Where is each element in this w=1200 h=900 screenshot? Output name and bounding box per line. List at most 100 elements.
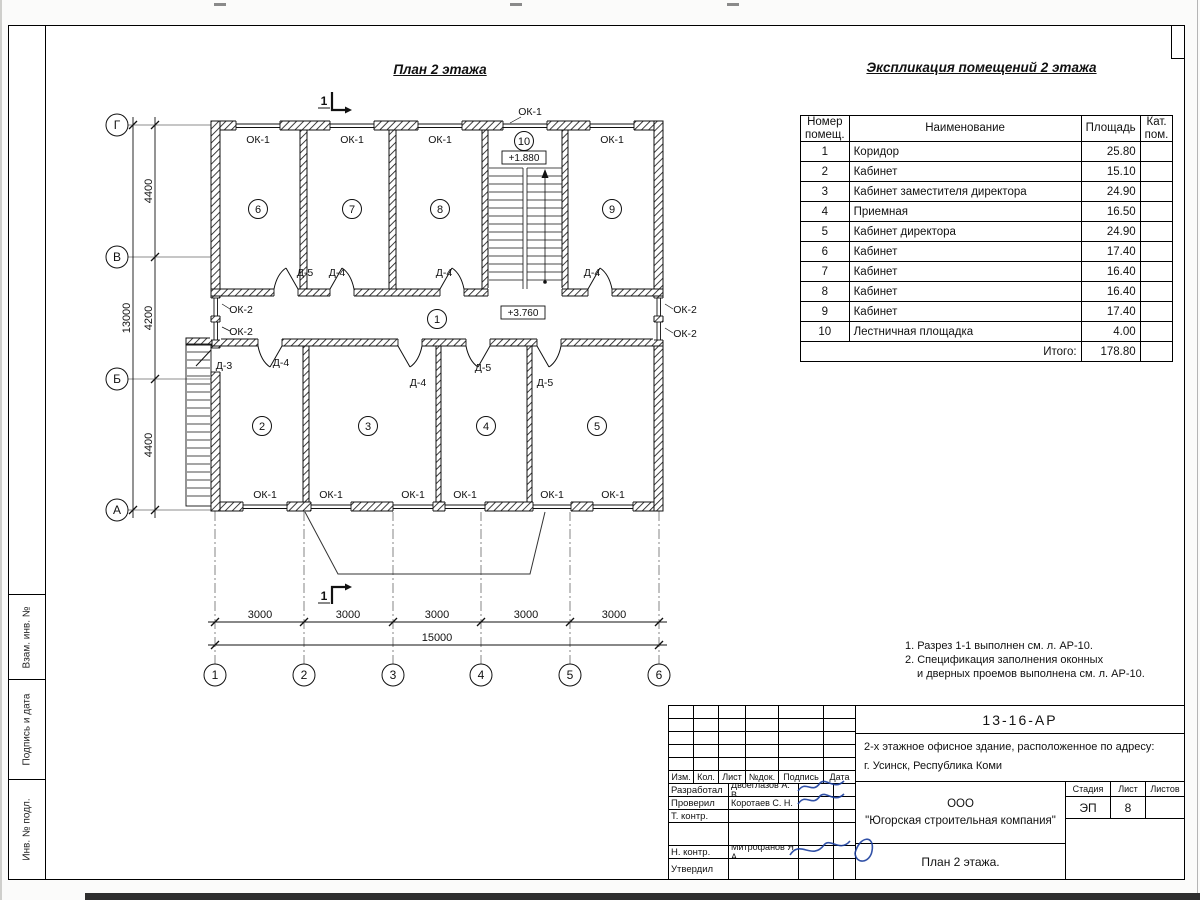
cell-area: 17.40 [1080,241,1141,263]
role-row-ncontrol: Н. контр. Митрофанов Я. А. [669,846,855,859]
cell-cat [1139,341,1174,363]
side-label-inv: Инв. № подл. [21,798,33,861]
door-label-d4: Д-4 [584,267,601,279]
stage-column: Стадия Лист Листов ЭП 8 [1066,782,1184,879]
axis-lines [128,124,660,664]
room-number-7: 7 [349,204,355,216]
stairwell-stairs [489,167,562,289]
cell-cat [1139,181,1174,203]
role-label: Т. контр. [669,810,729,822]
cell-area: 16.40 [1080,281,1141,303]
document-number: 13-16-АР [856,706,1184,734]
side-cell-inv: Инв. № подл. [9,779,45,879]
dim-h-total: 15000 [422,632,453,644]
window-label-ok1: ОК-1 [453,489,477,501]
revision-empty-row [669,745,855,758]
dim-v1: 4400 [143,179,155,203]
titleblock-bottom: ООО "Югорская строительная компания" Пла… [856,782,1184,879]
cell-num: 5 [800,221,850,243]
external-stairs [185,343,212,507]
company-line-2: "Югорская строительная компания" [865,814,1056,827]
drawing-notes: 1. Разрез 1-1 выполнен см. л. АР-10. 2. … [905,640,1175,681]
cell-num: 1 [800,141,850,163]
window-label-ok1: ОК-1 [601,489,625,501]
window-label-ok1: ОК-1 [518,106,542,118]
doors [195,267,613,368]
room-number-5: 5 [594,421,600,433]
room-markers [248,131,622,436]
cell-area: 17.40 [1080,301,1141,323]
cell-area: 16.40 [1080,261,1141,283]
door-label-d5: Д-5 [297,267,314,279]
cell-cat [1139,281,1174,303]
room-number-1: 1 [434,314,440,326]
section-mark-top: 1 [321,94,328,108]
axis-row-v: В [113,250,121,264]
cell-cat [1139,261,1174,283]
cell-cat [1139,161,1174,183]
schedule-header-name: Наименование [848,114,1082,143]
door-label-d4: Д-4 [329,267,346,279]
revision-header-row: Изм. Кол. Лист №док. Подпись Дата [669,771,855,784]
role-name: Митрофанов Я. А. [729,846,799,858]
door-jambs [211,289,613,373]
sheet-value: 8 [1111,797,1146,818]
schedule-header-row: Номер помещ. Наименование Площадь Кат. п… [800,114,1174,143]
cell-cat [1139,301,1174,323]
revision-empty-row [669,719,855,732]
stage-value: ЭП [1066,797,1111,818]
col-ndok: №док. [746,771,779,783]
plan-title: План 2 этажа [393,62,487,77]
scan-artifact-right-edge [1197,0,1198,900]
cell-name: Кабинет [848,281,1082,303]
room-numbers: 1 2 3 4 5 6 7 8 9 10 [255,136,615,433]
axis-col-2: 2 [301,668,308,682]
opening-labels: ОК-1 ОК-1 ОК-1 ОК-1 ОК-1 ОК-1 ОК-1 ОК-1 … [216,106,697,501]
room-number-10: 10 [518,136,530,148]
sheets-label: Листов [1150,784,1180,794]
axis-labels: Г В Б А 1 2 3 4 5 6 [113,118,663,682]
windows [211,121,663,511]
cell-num: 6 [800,241,850,263]
window-label-ok1: ОК-1 [600,134,624,146]
role-signature-cell [799,846,834,858]
role-label: Утвердил [669,859,729,879]
window-label-ok1: ОК-1 [540,489,564,501]
signature-checker [797,793,845,805]
cell-area: 4.00 [1080,321,1141,343]
revision-empty-row [669,732,855,745]
company-name: ООО "Югорская строительная компания" [856,782,1065,844]
schedule-header-num: Номер помещ. [800,114,850,143]
room-number-2: 2 [259,421,265,433]
wall-openings [210,120,664,512]
cell-area: 25.80 [1080,141,1141,163]
sheets-value [1146,797,1184,818]
walls [185,120,664,512]
schedule-total-label: Итого: [800,341,1082,363]
company-column: ООО "Югорская строительная компания" Пла… [856,782,1066,879]
titleblock-right: 13-16-АР 2-х этажное офисное здание, рас… [856,706,1184,879]
floor-plan-drawing: 4400 4200 4400 13000 3000 3000 3000 3000… [105,92,697,687]
dim-v3: 4400 [143,433,155,457]
elevation-markers: +1.880 +3.760 [500,150,547,320]
schedule-title: Экспликация помещений 2 этажа [866,60,1097,75]
stage-label: Стадия [1066,782,1111,796]
cell-area: 16.50 [1080,201,1141,223]
scan-artifact-left-edge [0,0,2,900]
window-label-ok1: ОК-1 [253,489,277,501]
window-label-ok2: ОК-2 [229,326,253,338]
role-name [729,859,799,879]
schedule-total-row: Итого: 178.80 [800,341,1174,363]
role-signature-cell [799,810,834,822]
window-label-ok1: ОК-1 [401,489,425,501]
elevation-stair: +1.880 [509,153,540,164]
cell-num: 8 [800,281,850,303]
role-row-approved: Утвердил [669,859,855,879]
cell-name: Кабинет [848,161,1082,183]
scan-artifact-tick [510,3,522,6]
